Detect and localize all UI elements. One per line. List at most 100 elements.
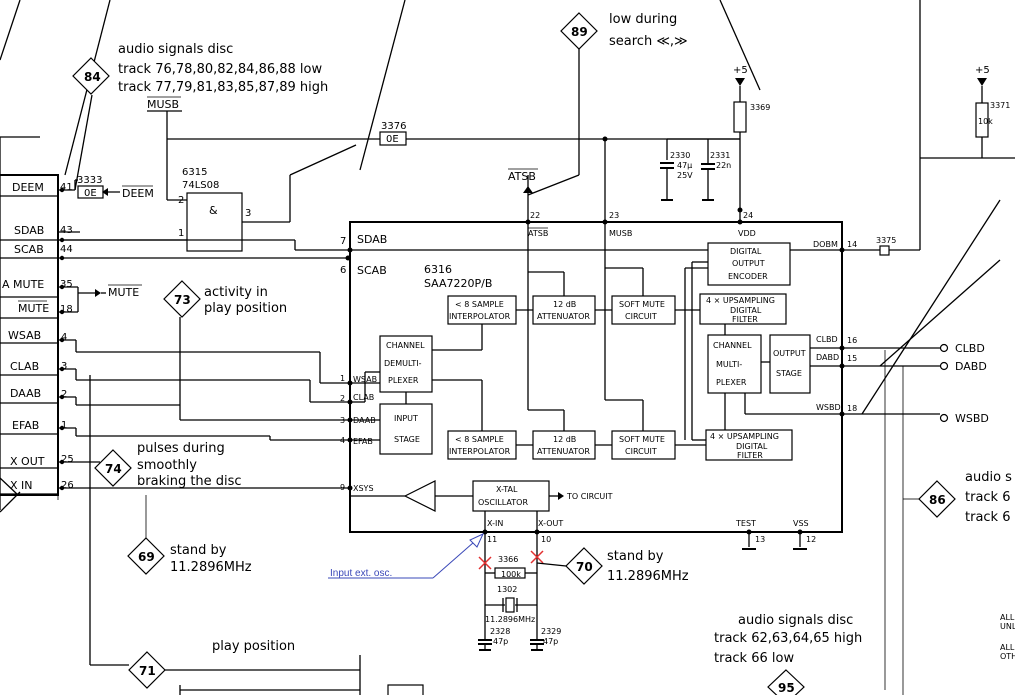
block-xtal-oscillator: X-TAL OSCILLATOR <box>472 480 550 512</box>
annotation-input-ext-osc: Input ext. osc. <box>328 532 485 579</box>
tp-70: 70 <box>565 547 603 585</box>
gate-symbol: & <box>209 204 218 217</box>
svg-text:1: 1 <box>340 374 345 383</box>
svg-text:16: 16 <box>847 336 857 345</box>
svg-text:track 6: track 6 <box>965 490 1011 505</box>
and-gate-6315: & 6315 74LS08 2 1 3 <box>58 144 357 252</box>
svg-text:SOFT MUTE: SOFT MUTE <box>619 435 665 444</box>
svg-text:12 dB: 12 dB <box>553 300 576 309</box>
c2329-ref: 2329 <box>541 627 561 636</box>
svg-text:24: 24 <box>743 211 753 220</box>
svg-text:CLAB: CLAB <box>353 393 374 402</box>
conn-pin-41: 41 <box>60 182 73 193</box>
ic-ref: 6316 <box>424 263 452 276</box>
svg-text:OSCILLATOR: OSCILLATOR <box>478 498 528 507</box>
conn-pin-26: 26 <box>61 480 74 491</box>
note-86: audio s track 6 track 6 <box>965 470 1012 525</box>
conn-pin-35: 35 <box>60 279 73 290</box>
svg-text:XSYS: XSYS <box>353 484 374 493</box>
c2330-ref: 2330 <box>670 151 690 160</box>
svg-text:6: 6 <box>340 265 346 276</box>
crystal-network: 3366 100k 1302 11.2896MHz 2328 47p 2329 … <box>478 550 567 651</box>
svg-text:low during: low during <box>609 12 677 27</box>
svg-text:1: 1 <box>178 228 184 239</box>
svg-text:EFAB: EFAB <box>353 437 373 446</box>
gate-type: 74LS08 <box>182 180 219 191</box>
block-interpolator-bottom: < 8 SAMPLE INTERPOLATOR <box>447 430 517 460</box>
note-74: pulses during smoothly braking the disc <box>137 441 242 489</box>
ic-scab: SCAB <box>357 264 387 277</box>
block-output-stage: OUTPUT STAGE <box>769 334 811 394</box>
svg-text:86: 86 <box>929 493 946 507</box>
note-69: stand by 11.2896MHz <box>170 543 252 575</box>
svg-text:stand by: stand by <box>170 543 227 558</box>
tp-95: 95 <box>767 669 805 695</box>
output-wsbd: WSBD <box>955 412 989 425</box>
svg-text:69: 69 <box>138 550 155 564</box>
output-dabd: DABD <box>955 360 987 373</box>
block-attenuator-top: 12 dB ATTENUATOR <box>532 295 596 325</box>
musb-label: MUSB <box>147 98 179 111</box>
svg-text:14: 14 <box>847 240 857 249</box>
svg-text:11.2896MHz: 11.2896MHz <box>170 560 252 575</box>
conn-amute-label: A MUTE <box>2 278 44 291</box>
corner-notes: ALL UNL ALL OTH <box>1000 613 1015 661</box>
svg-text:track 76,78,80,82,84,86,88 low: track 76,78,80,82,84,86,88 low <box>118 62 323 77</box>
tp-74: 74 <box>94 449 132 487</box>
x1302-ref: 1302 <box>497 585 517 594</box>
conn-pin-25: 25 <box>61 454 74 465</box>
conn-clab-label: CLAB <box>10 360 39 373</box>
svg-text:ENCODER: ENCODER <box>728 272 768 281</box>
svg-text:UNL: UNL <box>1000 622 1015 631</box>
svg-text:18: 18 <box>847 404 857 413</box>
svg-text:Input ext. osc.: Input ext. osc. <box>330 568 392 579</box>
svg-text:DIGITAL: DIGITAL <box>736 442 768 451</box>
output-section: 3375 CLBD DABD WSBD <box>842 158 1001 695</box>
r3369-ref: 3369 <box>750 103 770 112</box>
svg-text:9: 9 <box>340 483 345 492</box>
svg-text:track 66 low: track 66 low <box>714 651 794 666</box>
conn-pin-43: 43 <box>60 225 73 236</box>
deem-label: DEEM <box>122 187 154 200</box>
svg-text:audio signals disc: audio signals disc <box>118 42 233 57</box>
svg-text:play position: play position <box>204 301 287 316</box>
svg-text:DIGITAL: DIGITAL <box>730 306 762 315</box>
svg-text:OUTPUT: OUTPUT <box>773 349 806 358</box>
c2328-ref: 2328 <box>490 627 510 636</box>
svg-text:ATSB: ATSB <box>528 229 548 238</box>
svg-text:4: 4 <box>340 436 345 445</box>
atsb-label: ATSB <box>508 170 536 183</box>
svg-text:INTERPOLATOR: INTERPOLATOR <box>449 312 511 321</box>
block-digital-output-encoder: DIGITAL OUTPUT ENCODER <box>707 242 791 286</box>
svg-text:WSBD: WSBD <box>816 403 841 412</box>
svg-text:CIRCUIT: CIRCUIT <box>625 447 657 456</box>
svg-text:PLEXER: PLEXER <box>716 378 747 387</box>
svg-text:PLEXER: PLEXER <box>388 376 419 385</box>
top-wiring: MUSB 0E 3376 ATSB 0E 3333 DEEM <box>58 49 740 222</box>
to-circuit-label: TO CIRCUIT <box>566 492 613 501</box>
conn-deem-label: DEEM <box>12 181 44 194</box>
svg-text:track 77,79,81,83,85,87,89 hig: track 77,79,81,83,85,87,89 high <box>118 80 328 95</box>
plus5-a: +5 <box>733 65 748 76</box>
svg-text:STAGE: STAGE <box>776 369 802 378</box>
svg-text:INPUT: INPUT <box>394 414 418 423</box>
x1302-val: 11.2896MHz <box>485 615 535 624</box>
block-interpolator-top: < 8 SAMPLE INTERPOLATOR <box>447 295 517 325</box>
c2330-v2: 25V <box>677 171 693 180</box>
note-95: audio signals disc track 62,63,64,65 hig… <box>714 613 862 666</box>
svg-text:4 × UPSAMPLING: 4 × UPSAMPLING <box>710 432 779 441</box>
conn-wsab-label: WSAB <box>8 329 41 342</box>
r3371-ref: 3371 <box>990 101 1010 110</box>
svg-text:INTERPOLATOR: INTERPOLATOR <box>449 447 511 456</box>
svg-text:70: 70 <box>576 560 593 574</box>
conn-pin-4: 4 <box>61 332 67 343</box>
r3366-ref: 3366 <box>498 555 518 564</box>
gate-ref: 6315 <box>182 167 207 178</box>
svg-text:15: 15 <box>847 354 857 363</box>
block-attenuator-bottom: 12 dB ATTENUATOR <box>532 430 596 460</box>
svg-text:search ≪,≫: search ≪,≫ <box>609 34 688 49</box>
c2329-val: 47p <box>543 637 558 646</box>
r3333-value: 0E <box>84 188 97 199</box>
tp-86: 86 <box>918 480 956 518</box>
conn-pin-18: 18 <box>60 304 73 315</box>
